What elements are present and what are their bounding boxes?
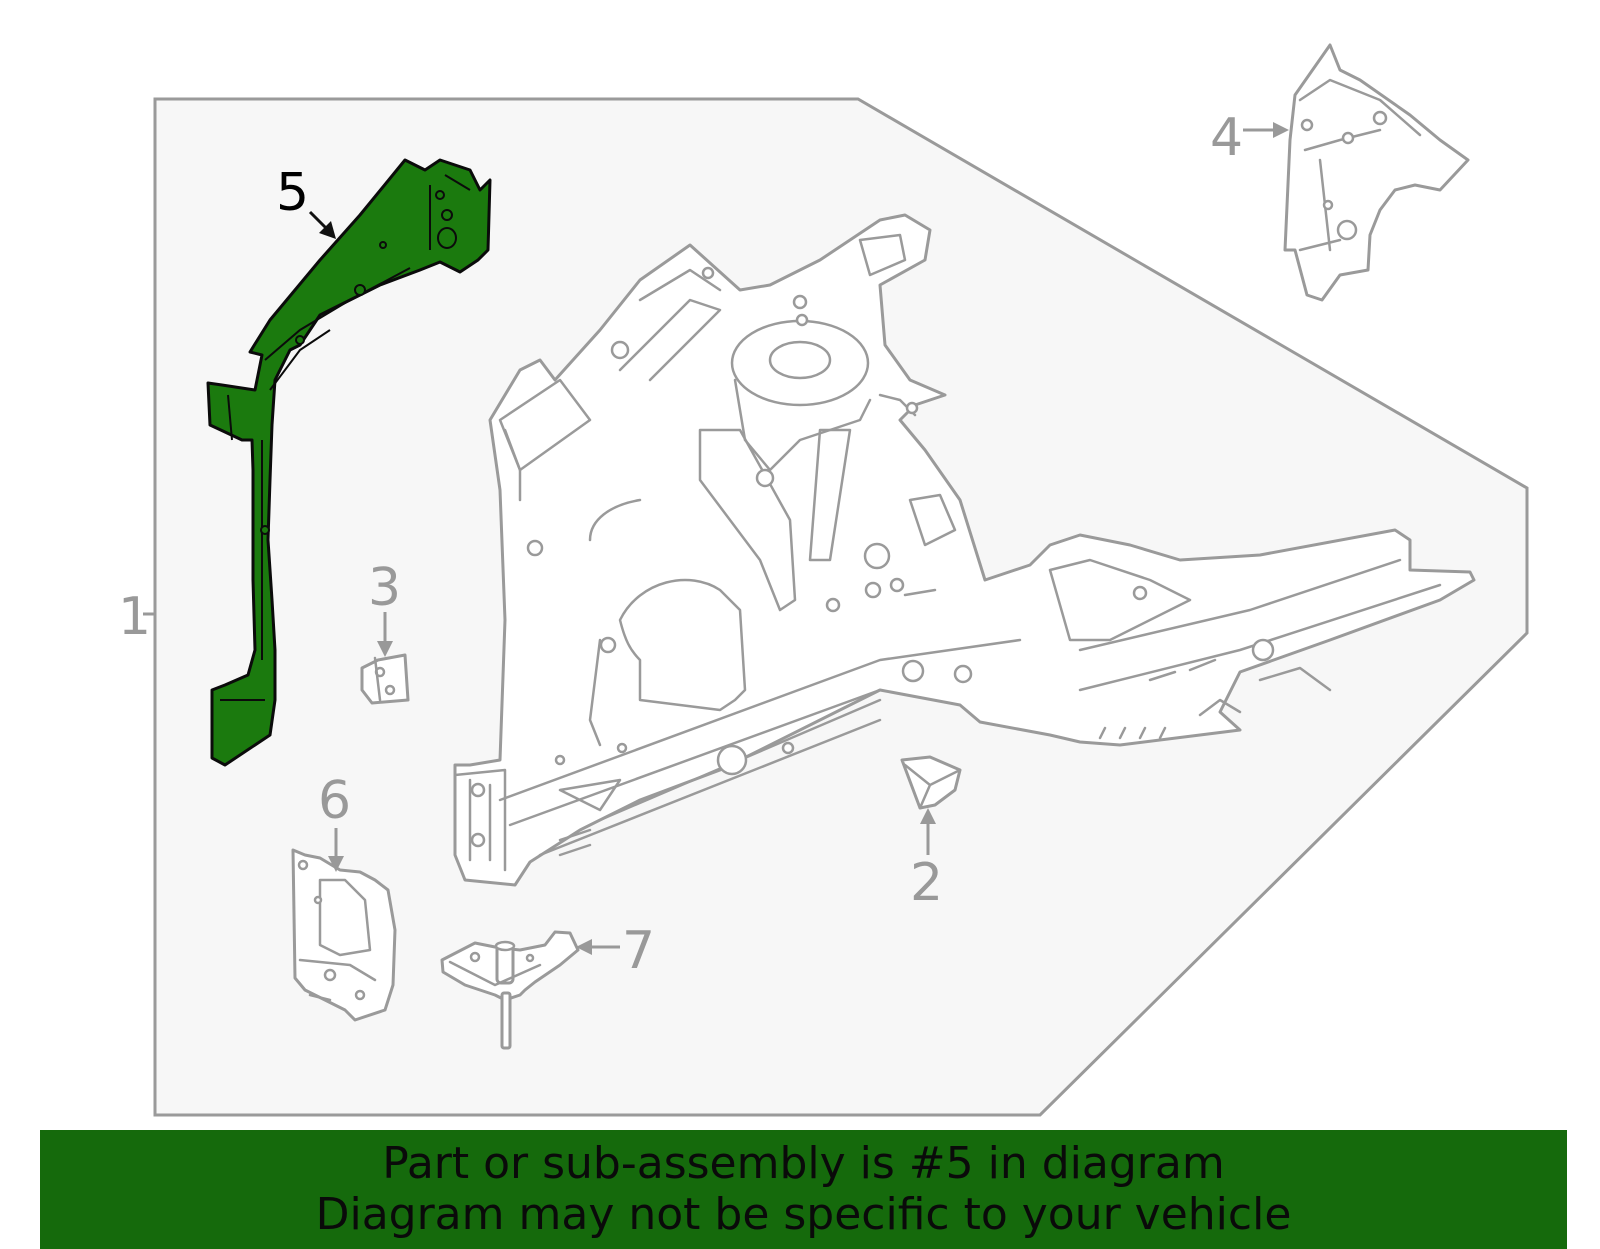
callout-7: 7	[576, 921, 655, 981]
callout-5: 5	[276, 163, 336, 239]
part-4-wheelhouse	[1283, 43, 1470, 302]
svg-text:6: 6	[318, 771, 351, 831]
callout-2: 2	[910, 808, 943, 913]
svg-text:1: 1	[118, 587, 151, 647]
callout-1: 1	[118, 587, 155, 647]
part-3-bracket	[360, 653, 410, 705]
svg-text:7: 7	[622, 921, 655, 981]
banner-line-part-number: Part or sub-assembly is #5 in diagram	[382, 1138, 1225, 1189]
part-6-mounting-plate	[291, 848, 397, 1022]
part-5-highlighted-pillar	[206, 158, 492, 767]
front-structure-assembly	[453, 213, 1476, 887]
svg-text:5: 5	[276, 163, 309, 223]
info-banner: Part or sub-assembly is #5 in diagram Di…	[40, 1130, 1567, 1249]
banner-line-disclaimer: Diagram may not be specific to your vehi…	[315, 1189, 1292, 1240]
part-2-gusset	[900, 755, 962, 810]
svg-text:4: 4	[1210, 108, 1243, 168]
svg-text:3: 3	[368, 558, 401, 618]
callout-6: 6	[318, 771, 351, 872]
part-7-stud-bracket	[440, 930, 580, 1050]
callout-4: 4	[1210, 108, 1289, 168]
callout-3: 3	[368, 558, 401, 657]
svg-text:2: 2	[910, 853, 943, 913]
